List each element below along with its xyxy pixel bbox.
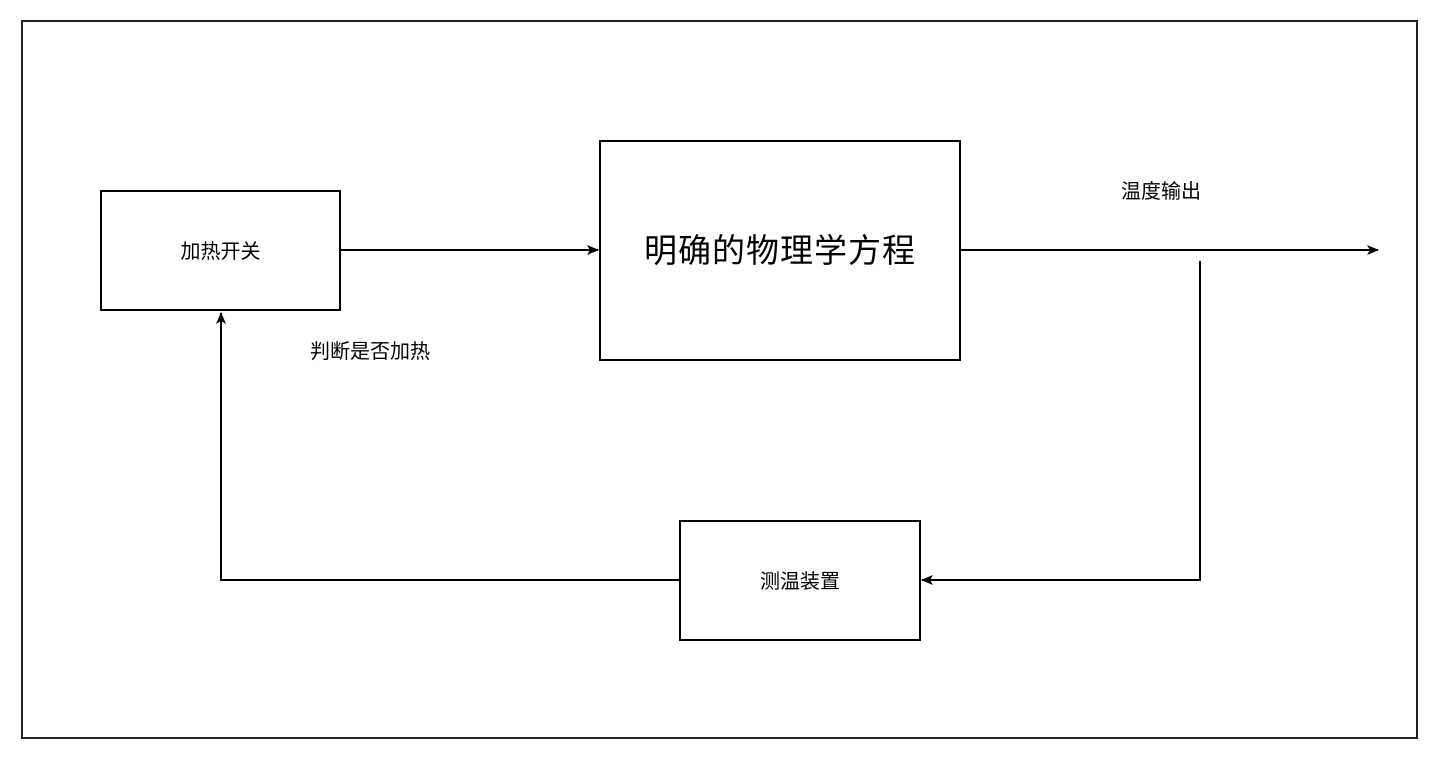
diagram-frame [21,20,1418,739]
node-heating-switch-label: 加热开关 [180,238,261,263]
arrow-sensor-to-switch [216,312,680,581]
node-physics-equation-label: 明确的物理学方程 [644,231,916,270]
arrow-output-to-sensor [921,261,1201,585]
edge-label-decide-heating: 判断是否加热 [310,339,430,363]
edge-label-temperature-output: 温度输出 [1121,179,1201,203]
node-temp-sensor-label: 测温装置 [760,568,840,593]
node-heating-switch: 加热开关 [100,190,341,311]
node-physics-equation: 明确的物理学方程 [599,140,961,361]
node-temp-sensor: 测温装置 [679,520,921,641]
